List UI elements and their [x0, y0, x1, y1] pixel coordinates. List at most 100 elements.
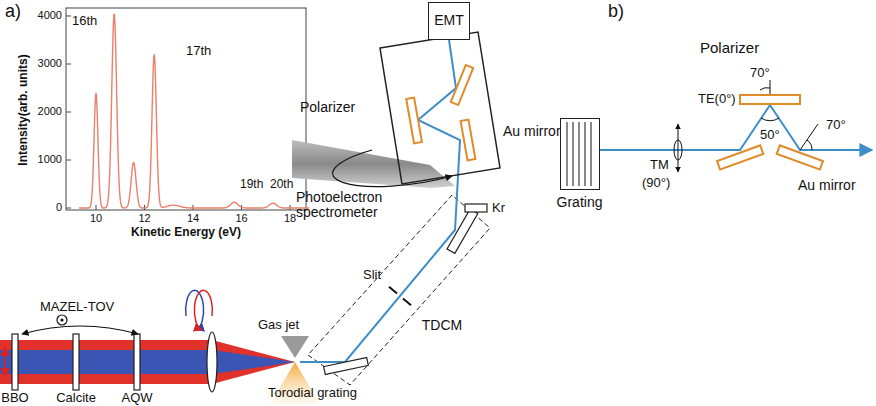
tdcm-optics [447, 209, 478, 253]
mirrors [740, 95, 800, 104]
tick-label: 14 [187, 212, 199, 224]
part-label: MAZEL-TOV [40, 300, 114, 314]
polarization-symbols [5, 290, 212, 377]
polarization-symbols [60, 318, 63, 321]
detector-box: EMT [428, 2, 470, 40]
node-text: EMT [434, 13, 464, 28]
tick-label: 10 [90, 212, 102, 224]
part-label: TM [650, 158, 669, 172]
plot-frame [66, 160, 71, 161]
tick-label: 1000 [38, 153, 62, 165]
tick-label: 0 [56, 201, 62, 213]
spectrometer-tube [292, 140, 455, 188]
region-label: TDCM [421, 318, 463, 333]
optics-plates [73, 334, 79, 390]
grating-lines [564, 122, 596, 186]
part-label: 70° [826, 118, 846, 132]
plot-frame [66, 64, 71, 65]
tdcm-optics [324, 209, 478, 374]
tick-label: 16 [235, 212, 247, 224]
part-label: 50° [760, 128, 780, 142]
panel-letter: a) [5, 2, 21, 22]
part-label: Photoelectron spectrometer [296, 190, 396, 221]
tick-label: 4000 [38, 9, 62, 21]
part-label: Au mirror [503, 124, 561, 139]
optics-plates [12, 334, 18, 390]
mirrors [777, 145, 823, 169]
rotation-arrow [333, 150, 452, 187]
part-label: Calcite [56, 391, 96, 405]
gas-jet [281, 336, 309, 358]
mirrors [451, 65, 473, 105]
mirrors [717, 95, 823, 170]
part-label: TE(0°) [698, 92, 736, 106]
part-label: 70° [750, 66, 770, 80]
plot-frame [66, 208, 71, 209]
part-label: Au mirror [798, 178, 856, 193]
spectrum-curve [79, 15, 309, 208]
slit [403, 299, 411, 306]
polarization-symbols [194, 290, 212, 330]
laser-beam [0, 340, 295, 384]
angle-marks [761, 118, 779, 121]
angle-marks [800, 124, 818, 150]
polarization-symbols [22, 326, 138, 334]
peak-label: 17th [186, 44, 211, 58]
node-text: Grating [557, 195, 603, 210]
tick-label: 3000 [38, 57, 62, 69]
part-label: Slit [363, 268, 381, 282]
polarization-symbols [4, 347, 6, 377]
grating-box: Grating [560, 118, 600, 190]
mirrors [406, 98, 422, 144]
spectrum-curve [79, 15, 309, 208]
node-text: TDCM [422, 318, 462, 333]
optics-plates [12, 332, 217, 392]
angle-marks [770, 80, 771, 94]
xuv-beam [600, 105, 872, 150]
plot-frame [96, 205, 97, 210]
angle-marks [678, 124, 679, 172]
panel-letter: b) [608, 2, 624, 22]
part-label: Polarizer [700, 40, 759, 57]
tick-label: 18 [284, 212, 296, 224]
part-label: BBO [1, 391, 28, 405]
tick-label: 2000 [38, 105, 62, 117]
laser-beam [0, 340, 295, 384]
mirrors [461, 120, 476, 161]
plot-frame [66, 112, 71, 113]
tdcm-outline [308, 195, 490, 385]
slit [389, 287, 411, 305]
plot-frame [66, 8, 306, 210]
polarizer-housing [380, 32, 500, 184]
mirrors [717, 145, 763, 169]
part-label: (90°) [642, 176, 670, 190]
peak-label: 19th [240, 178, 263, 191]
plot-frame [66, 8, 306, 210]
angle-marks [674, 80, 818, 172]
angle-marks [674, 140, 682, 160]
tdcm-optics [324, 358, 369, 375]
axis-title: Intensity(arb. units) [17, 54, 30, 165]
part-label: Polarizer [300, 100, 355, 115]
part-label: Gas jet [258, 318, 299, 332]
plot-frame [66, 16, 71, 17]
part-label: Kr [492, 201, 505, 215]
optics-plates [207, 332, 217, 392]
axis-title: Kinetic Energy (eV) [131, 226, 241, 239]
tick-label: 12 [138, 212, 150, 224]
angle-marks [760, 88, 770, 90]
peak-label: 20th [270, 178, 293, 191]
mirrors [406, 65, 475, 160]
part-label: Torodial grating [268, 386, 357, 400]
part-label: AQW [121, 391, 152, 405]
peak-label: 16th [72, 14, 97, 28]
slit [389, 287, 397, 294]
angle-marks [807, 140, 812, 150]
optics-plates [134, 334, 140, 390]
kr-cell [465, 204, 487, 212]
polarization-symbols [57, 315, 67, 325]
laser-beam [0, 350, 295, 374]
